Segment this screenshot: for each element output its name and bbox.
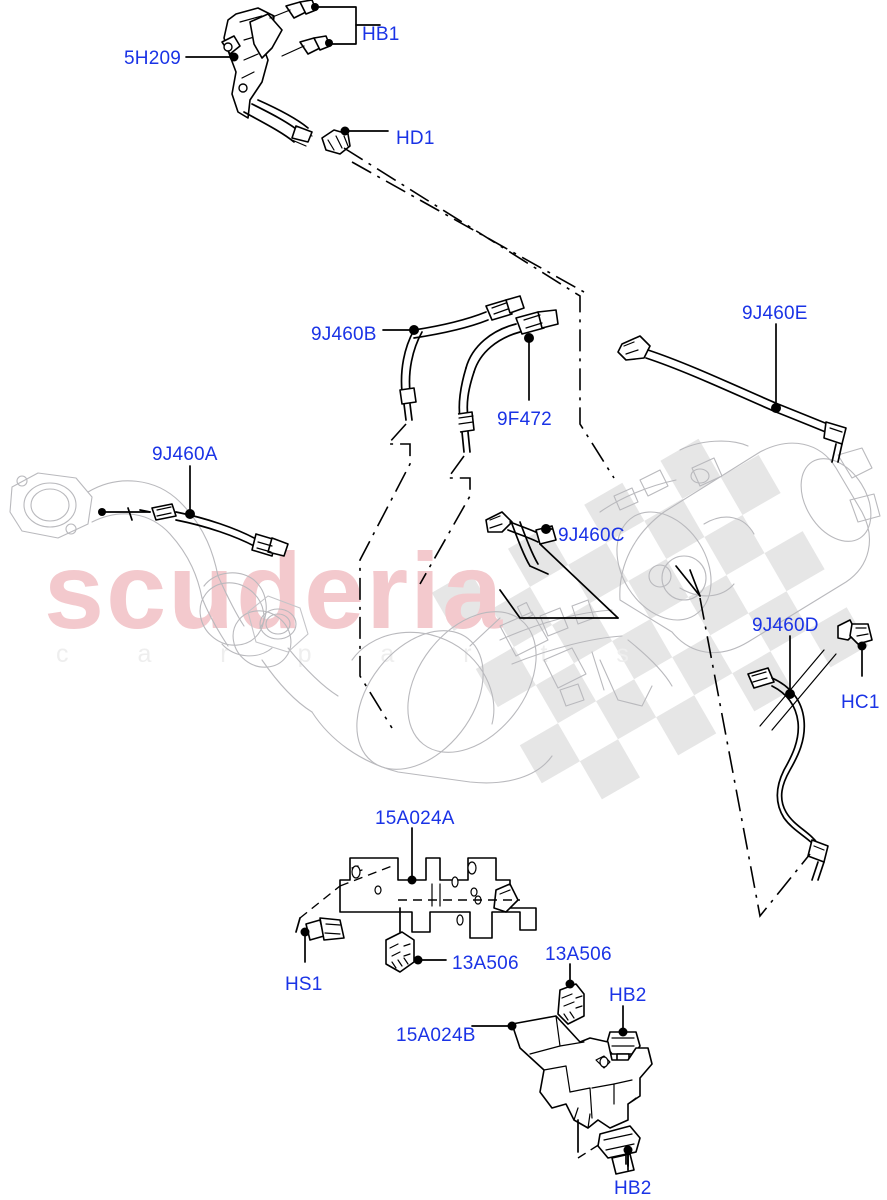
part-9j460b-sensor: [382, 295, 525, 421]
leader-5h209: [185, 52, 239, 62]
callout-9j460e[interactable]: 9J460E: [742, 303, 808, 324]
part-15a024b-bracket: [471, 1015, 653, 1159]
callout-hs1[interactable]: HS1: [285, 974, 323, 995]
callout-hc1[interactable]: HC1: [841, 692, 880, 713]
callout-hb2-lower[interactable]: HB2: [614, 1178, 652, 1199]
part-9j460a-sensor: [98, 465, 289, 557]
part-9f472-sensor: [457, 309, 559, 453]
callout-9j460b[interactable]: 9J460B: [311, 324, 377, 345]
callout-9j460c[interactable]: 9J460C: [558, 525, 625, 546]
leader-9j460d-route: [699, 597, 811, 918]
leader-9f472-route: [419, 455, 471, 585]
part-15a024a-bracket: [339, 827, 537, 939]
callout-13a506-center[interactable]: 13A506: [452, 953, 519, 974]
callout-5h209[interactable]: 5H209: [124, 48, 181, 69]
callout-9j460d[interactable]: 9J460D: [752, 615, 819, 636]
callout-9j460a[interactable]: 9J460A: [152, 444, 218, 465]
part-hb2-bolt-lower: [597, 1125, 641, 1175]
leader-15a024a-dashes: [299, 885, 341, 919]
part-9j460c-sensor: [485, 511, 619, 619]
callout-hb2-upper[interactable]: HB2: [609, 985, 647, 1006]
leader-hd1-route: [343, 147, 615, 479]
leader-9j460b-route: [359, 423, 411, 729]
callout-15a024a[interactable]: 15A024A: [375, 808, 455, 829]
leader-top-diagonal: [351, 161, 585, 293]
callout-hd1[interactable]: HD1: [396, 128, 435, 149]
leader-9j460c-pointer: [675, 565, 701, 597]
part-hd1-clip: [321, 126, 389, 155]
part-hs1-bolt: [300, 917, 345, 963]
part-hc1-clip: [759, 619, 873, 731]
part-13a506-clip-right: [557, 963, 585, 1025]
part-5h209-bracket: [221, 7, 313, 147]
part-hb1-bolts: [269, 0, 381, 57]
part-13a506-clip-center: [385, 907, 447, 973]
callout-13a506-right[interactable]: 13A506: [545, 944, 612, 965]
callout-hb1[interactable]: HB1: [362, 24, 400, 45]
callout-15a024b[interactable]: 15A024B: [396, 1025, 476, 1046]
callout-9f472[interactable]: 9F472: [497, 409, 552, 430]
part-9j460e-sensor: [617, 323, 847, 463]
part-9j460d-sensor: [747, 635, 829, 881]
